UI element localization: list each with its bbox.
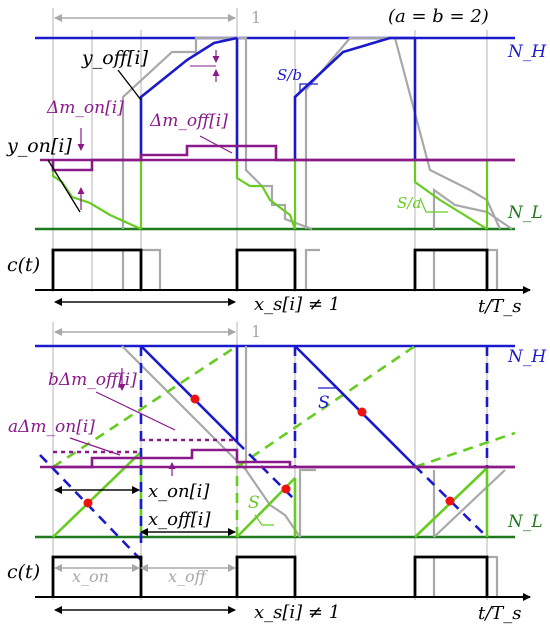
diagram-stroke [235, 160, 297, 230]
top-nl-label: N_L [507, 203, 543, 223]
top-gray-traces [121, 36, 513, 231]
diagram-stroke [52, 344, 238, 469]
diagram-stroke [235, 555, 297, 597]
y-off-label: y_off[i] [81, 47, 149, 69]
dm-on-label: Δm_on[i] [46, 98, 124, 118]
bottom-period-ruler: 1 [54, 322, 261, 341]
bottom-ct-label: c(t) [7, 561, 40, 583]
diagram-stroke [294, 345, 416, 467]
diagram-stroke [53, 448, 515, 469]
diagram-stroke [39, 454, 142, 561]
top-nh-label: N_H [507, 42, 547, 62]
bottom-ct-signal [51, 555, 489, 597]
y-on-label: y_on[i] [6, 135, 72, 157]
diagram-stroke [236, 344, 416, 469]
diagram-stroke [199, 135, 233, 154]
diagram-stroke [413, 248, 489, 290]
diagram-stroke [293, 36, 415, 160]
diagram-stroke [139, 36, 238, 160]
slope-s-blue-label: S [318, 393, 330, 413]
bottom-time-axis-label: t/T_s [478, 603, 522, 624]
bottom-blue-solid [140, 345, 416, 467]
top-period-ruler: 1 [54, 8, 261, 27]
bottom-red-dots [83, 394, 455, 508]
diagram-stroke [254, 514, 274, 526]
bottom-green-dashed [52, 344, 516, 537]
diagram-stroke [51, 144, 515, 172]
diagram-stroke [52, 451, 142, 538]
top-panel: 1 (a = b = 2) N_H N_L [6, 6, 547, 317]
diagram-stroke [304, 248, 320, 290]
diagram-stroke [47, 159, 81, 213]
top-green-traces [51, 160, 489, 231]
bottom-nl-label: N_L [507, 512, 543, 532]
diagram-stroke [245, 469, 301, 538]
diagram-stroke [298, 468, 316, 537]
top-annotations: y_off[i] y_on[i] Δm_on[i] Δm_off[i] S/b … [6, 47, 448, 213]
diagram-stroke [419, 197, 448, 213]
top-xs-label: x_s[i] ≠ 1 [254, 294, 340, 315]
x-on-label: x_on [72, 567, 109, 586]
dm-off-label: Δm_off[i] [149, 111, 228, 131]
a-dm-on-label: aΔm_on[i] [8, 417, 95, 437]
intersection-dot [357, 407, 367, 417]
intersection-dot [83, 498, 93, 508]
intersection-dot [281, 484, 291, 494]
diagram-stroke [413, 555, 489, 597]
slope-low-label: S/a [397, 194, 421, 212]
x-off-label: x_off [168, 567, 209, 586]
top-blue-traces [139, 36, 417, 160]
bottom-nh-label: N_H [507, 347, 547, 367]
diagram-stroke [51, 248, 143, 290]
diagram-stroke [95, 391, 176, 431]
slope-s-label: S [248, 493, 260, 513]
bottom-ruler-mark: 1 [251, 322, 261, 341]
diagram-stroke [51, 160, 142, 231]
intersection-dot [445, 496, 455, 506]
diagram-stroke [140, 345, 238, 443]
condition-label: (a = b = 2) [388, 6, 489, 27]
diagram-stroke [432, 187, 513, 230]
top-ct-signal [51, 248, 489, 290]
top-purple-trace [40, 144, 515, 172]
diagram-stroke [299, 83, 318, 92]
x-on-i-label: x_on[i] [148, 481, 210, 502]
diagram-stroke [51, 555, 143, 597]
bottom-purple-trace [40, 448, 515, 469]
diagram-stroke [235, 248, 297, 290]
bottom-xs-label: x_s[i] ≠ 1 [254, 602, 340, 623]
top-ct-label: c(t) [7, 254, 40, 276]
top-ruler-mark: 1 [251, 8, 261, 27]
x-off-i-label: x_off[i] [148, 509, 212, 530]
bottom-panel: 1 N_H N_L [7, 322, 547, 624]
diagram-stroke [414, 431, 516, 469]
diagram-stroke [433, 469, 506, 538]
diagram-stroke [413, 160, 488, 230]
diagram-stroke [117, 69, 142, 101]
top-time-axis-label: t/T_s [478, 296, 522, 317]
intersection-dot [190, 394, 200, 404]
top-ct-gray [121, 248, 499, 290]
diagram-stroke [69, 437, 121, 456]
bottom-annotations: bΔm_off[i] aΔm_on[i] x_on[i] x_off[i] S … [8, 368, 338, 536]
diagram-stroke [121, 36, 313, 231]
b-dm-off-label: bΔm_off[i] [48, 370, 137, 390]
slope-high-label: S/b [277, 66, 302, 84]
